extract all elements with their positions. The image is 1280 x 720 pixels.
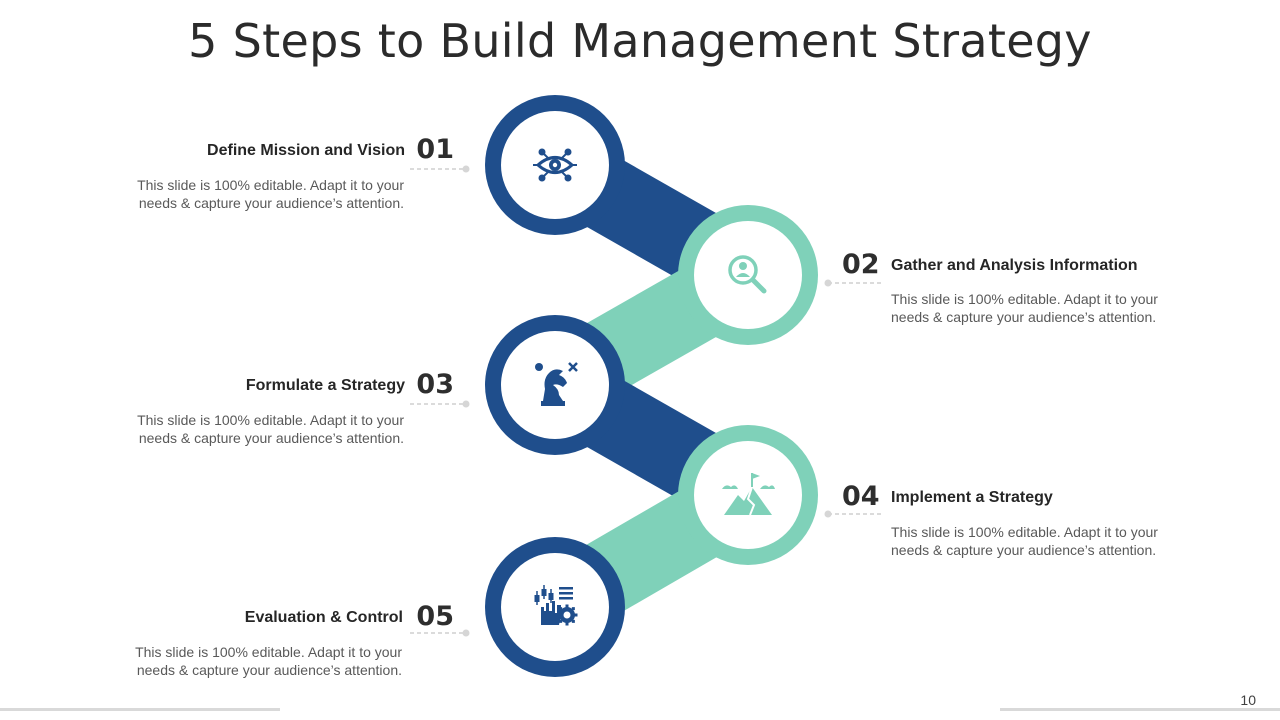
step-number: 04 <box>842 481 880 512</box>
step-number: 02 <box>842 249 880 280</box>
step-5-text: Evaluation & Control 05 This slide is 10… <box>100 599 470 689</box>
hand-gear-chart-icon <box>534 585 578 626</box>
step-heading: Implement a Strategy <box>891 489 1053 506</box>
step-2-text: 02 Gather and Analysis Information This … <box>840 247 1240 337</box>
icons <box>533 148 775 626</box>
eye-network-icon <box>533 148 577 182</box>
leader-dot-4 <box>824 510 832 518</box>
step-heading: Evaluation & Control <box>244 609 403 626</box>
step-heading: Formulate a Strategy <box>245 377 405 394</box>
step-number: 01 <box>416 134 454 165</box>
slide-title: 5 Steps to Build Management Strategy <box>188 14 1092 68</box>
leader-dot-3 <box>462 400 470 408</box>
leader-dot-5 <box>462 629 470 637</box>
footer-line-left <box>0 708 280 711</box>
user-search-icon <box>728 255 767 294</box>
mountain-flag-icon <box>722 473 775 516</box>
step-ring-inner-2 <box>694 221 802 329</box>
step-ring-inner-3 <box>501 331 609 439</box>
step-description: This slide is 100% editable. Adapt it to… <box>137 412 404 446</box>
step-number: 05 <box>416 601 454 632</box>
rings <box>485 95 818 677</box>
footer-line-right <box>1000 708 1280 711</box>
step-description: This slide is 100% editable. Adapt it to… <box>891 524 1158 558</box>
leader-dot-2 <box>824 279 832 287</box>
leader-dot-1 <box>462 165 470 173</box>
step-description: This slide is 100% editable. Adapt it to… <box>135 644 402 678</box>
step-description: This slide is 100% editable. Adapt it to… <box>891 291 1158 325</box>
step-description: This slide is 100% editable. Adapt it to… <box>137 177 404 211</box>
step-heading: Define Mission and Vision <box>207 142 405 159</box>
step-3-text: Formulate a Strategy 03 This slide is 10… <box>100 367 470 457</box>
page-number: 10 <box>1240 692 1256 708</box>
step-1-text: Define Mission and Vision 01 This slide … <box>100 132 470 222</box>
chess-knight-icon <box>535 362 578 406</box>
step-number: 03 <box>416 369 454 400</box>
step-4-text: 04 Implement a Strategy This slide is 10… <box>840 479 1240 569</box>
leader-lines <box>410 165 884 637</box>
step-heading: Gather and Analysis Information <box>891 257 1138 274</box>
